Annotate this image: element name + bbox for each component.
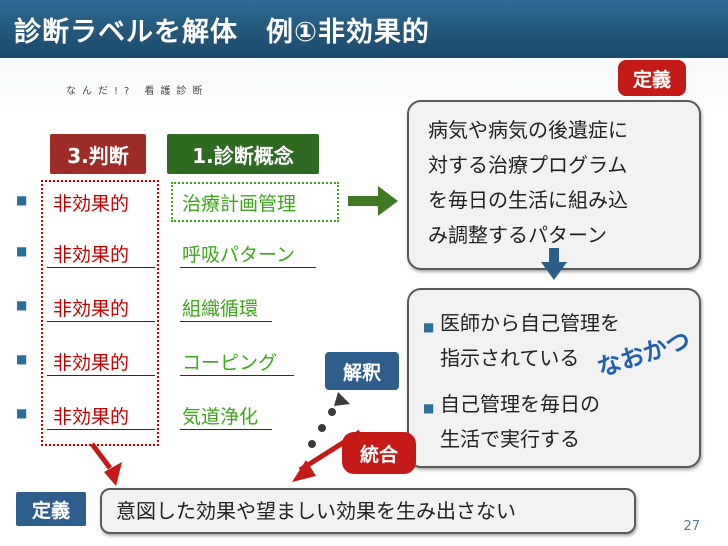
interpretation-line: 指示されている — [440, 346, 580, 370]
underline — [47, 321, 155, 322]
up-arrow-icon — [334, 392, 350, 406]
row-judgment: 非効果的 — [53, 244, 130, 266]
row-concept: 呼吸パターン — [182, 244, 296, 266]
slide-subtitle: なんだ!? 看護診断 — [66, 86, 209, 97]
bullet-icon: ■ — [423, 320, 435, 334]
underline — [180, 429, 272, 430]
judgment-header: 3.判断 — [50, 134, 146, 174]
bullet-icon: ■ — [16, 298, 28, 312]
connector-dot — [318, 424, 326, 432]
row-concept: 気道浄化 — [182, 406, 259, 428]
bullet-icon: ■ — [16, 406, 28, 420]
page-number: 27 — [683, 519, 700, 534]
definition-line: み調整するパターン — [428, 223, 607, 247]
connector-dot — [328, 408, 336, 416]
underline — [47, 429, 155, 430]
underline — [47, 267, 155, 268]
underline — [180, 267, 316, 268]
row-judgment: 非効果的 — [53, 352, 130, 374]
row-judgment: 非効果的 — [53, 298, 130, 320]
judgment-definition-box — [100, 488, 636, 534]
red-connector-line — [90, 442, 112, 470]
row-concept: 組織循環 — [182, 298, 259, 320]
interpretation-line: 医師から自己管理を — [440, 311, 620, 335]
down-arrow-icon — [541, 248, 567, 280]
interpretation-line: 自己管理を毎日の — [440, 392, 600, 416]
bullet-icon: ■ — [16, 244, 28, 258]
definition-line: 対する治療プログラム — [428, 153, 628, 177]
bullet-icon: ■ — [16, 193, 28, 207]
row-concept: コーピング — [182, 352, 278, 374]
underline — [180, 321, 272, 322]
title-bar — [0, 0, 728, 58]
definition-line: を毎日の生活に組み込 — [428, 188, 628, 212]
row-concept: 治療計画管理 — [182, 193, 297, 215]
right-arrow-icon — [348, 186, 398, 216]
bullet-icon: ■ — [423, 401, 435, 415]
slide-title: 診断ラベルを解体 例①非効果的 — [14, 17, 430, 48]
bullet-icon: ■ — [16, 352, 28, 366]
definition-line: 病気や病気の後遺症に — [428, 118, 628, 142]
integration-tag: 統合 — [342, 432, 416, 474]
underline — [180, 375, 294, 376]
interpretation-tag: 解釈 — [325, 352, 399, 390]
row-judgment: 非効果的 — [53, 406, 130, 428]
connector-dot — [308, 440, 316, 448]
down-arrow-icon — [292, 460, 316, 482]
definition-tag: 定義 — [618, 60, 686, 96]
interpretation-box — [407, 288, 701, 468]
concept-definition-box — [407, 100, 701, 270]
judgment-definition: 意図した効果や望ましい効果を生み出さない — [116, 499, 516, 523]
definition-tag: 定義 — [16, 492, 86, 526]
concept-dotted-box — [171, 182, 339, 222]
judgment-dotted-box — [41, 180, 159, 446]
row-judgment: 非効果的 — [53, 193, 130, 215]
underline — [47, 375, 155, 376]
interpretation-line: 生活で実行する — [440, 427, 580, 451]
down-arrow-icon — [104, 462, 122, 486]
concept-header: 1.診断概念 — [167, 134, 319, 174]
